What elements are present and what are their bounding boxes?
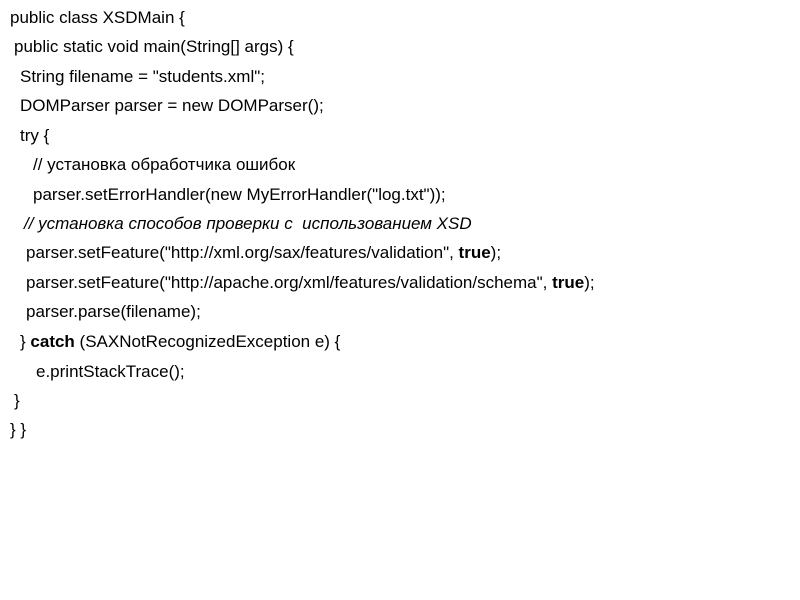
code-line: public static void main(String[] args) {: [14, 37, 294, 57]
code-text: parser.setErrorHandler(new MyErrorHandle…: [33, 185, 446, 204]
code-text: }: [14, 391, 20, 410]
code-text: }: [20, 332, 31, 351]
code-text: } }: [10, 420, 27, 439]
code-line: public class XSDMain {: [10, 8, 185, 28]
code-text: parser.setFeature("http://apache.org/xml…: [26, 273, 553, 292]
code-keyword: true: [458, 243, 491, 262]
code-line: }: [14, 391, 20, 411]
code-line: parser.parse(filename);: [26, 302, 201, 322]
code-line: try {: [20, 126, 49, 146]
code-text: DOMParser parser = new DOMParser();: [20, 96, 324, 115]
code-text: try {: [20, 126, 50, 145]
code-text: // установка способов проверки с использ…: [24, 214, 472, 233]
code-line: e.printStackTrace();: [36, 362, 185, 382]
code-keyword: catch: [30, 332, 75, 351]
code-line: } }: [10, 420, 26, 440]
code-text: // установка обработчика ошибок: [33, 155, 296, 174]
code-comment: // установка обработчика ошибок: [33, 155, 295, 175]
code-text: String filename = "students.xml";: [20, 67, 265, 86]
code-text: );: [490, 243, 502, 262]
code-text: e.printStackTrace();: [36, 362, 185, 381]
code-line: parser.setFeature("http://apache.org/xml…: [26, 273, 595, 293]
code-text: public class XSDMain {: [10, 8, 185, 27]
code-line: String filename = "students.xml";: [20, 67, 265, 87]
code-text: );: [584, 273, 595, 292]
code-line: DOMParser parser = new DOMParser();: [20, 96, 324, 116]
code-text: parser.parse(filename);: [26, 302, 201, 321]
code-line: parser.setErrorHandler(new MyErrorHandle…: [33, 185, 446, 205]
code-text: parser.setFeature("http://xml.org/sax/fe…: [26, 243, 459, 262]
code-line: } catch (SAXNotRecognizedException e) {: [20, 332, 340, 352]
code-comment: // установка способов проверки с использ…: [24, 214, 472, 234]
code-line: parser.setFeature("http://xml.org/sax/fe…: [26, 243, 501, 263]
code-text: public static void main(String[] args) {: [14, 37, 294, 56]
code-keyword: true: [552, 273, 585, 292]
code-text: (SAXNotRecognizedException e) {: [74, 332, 341, 351]
